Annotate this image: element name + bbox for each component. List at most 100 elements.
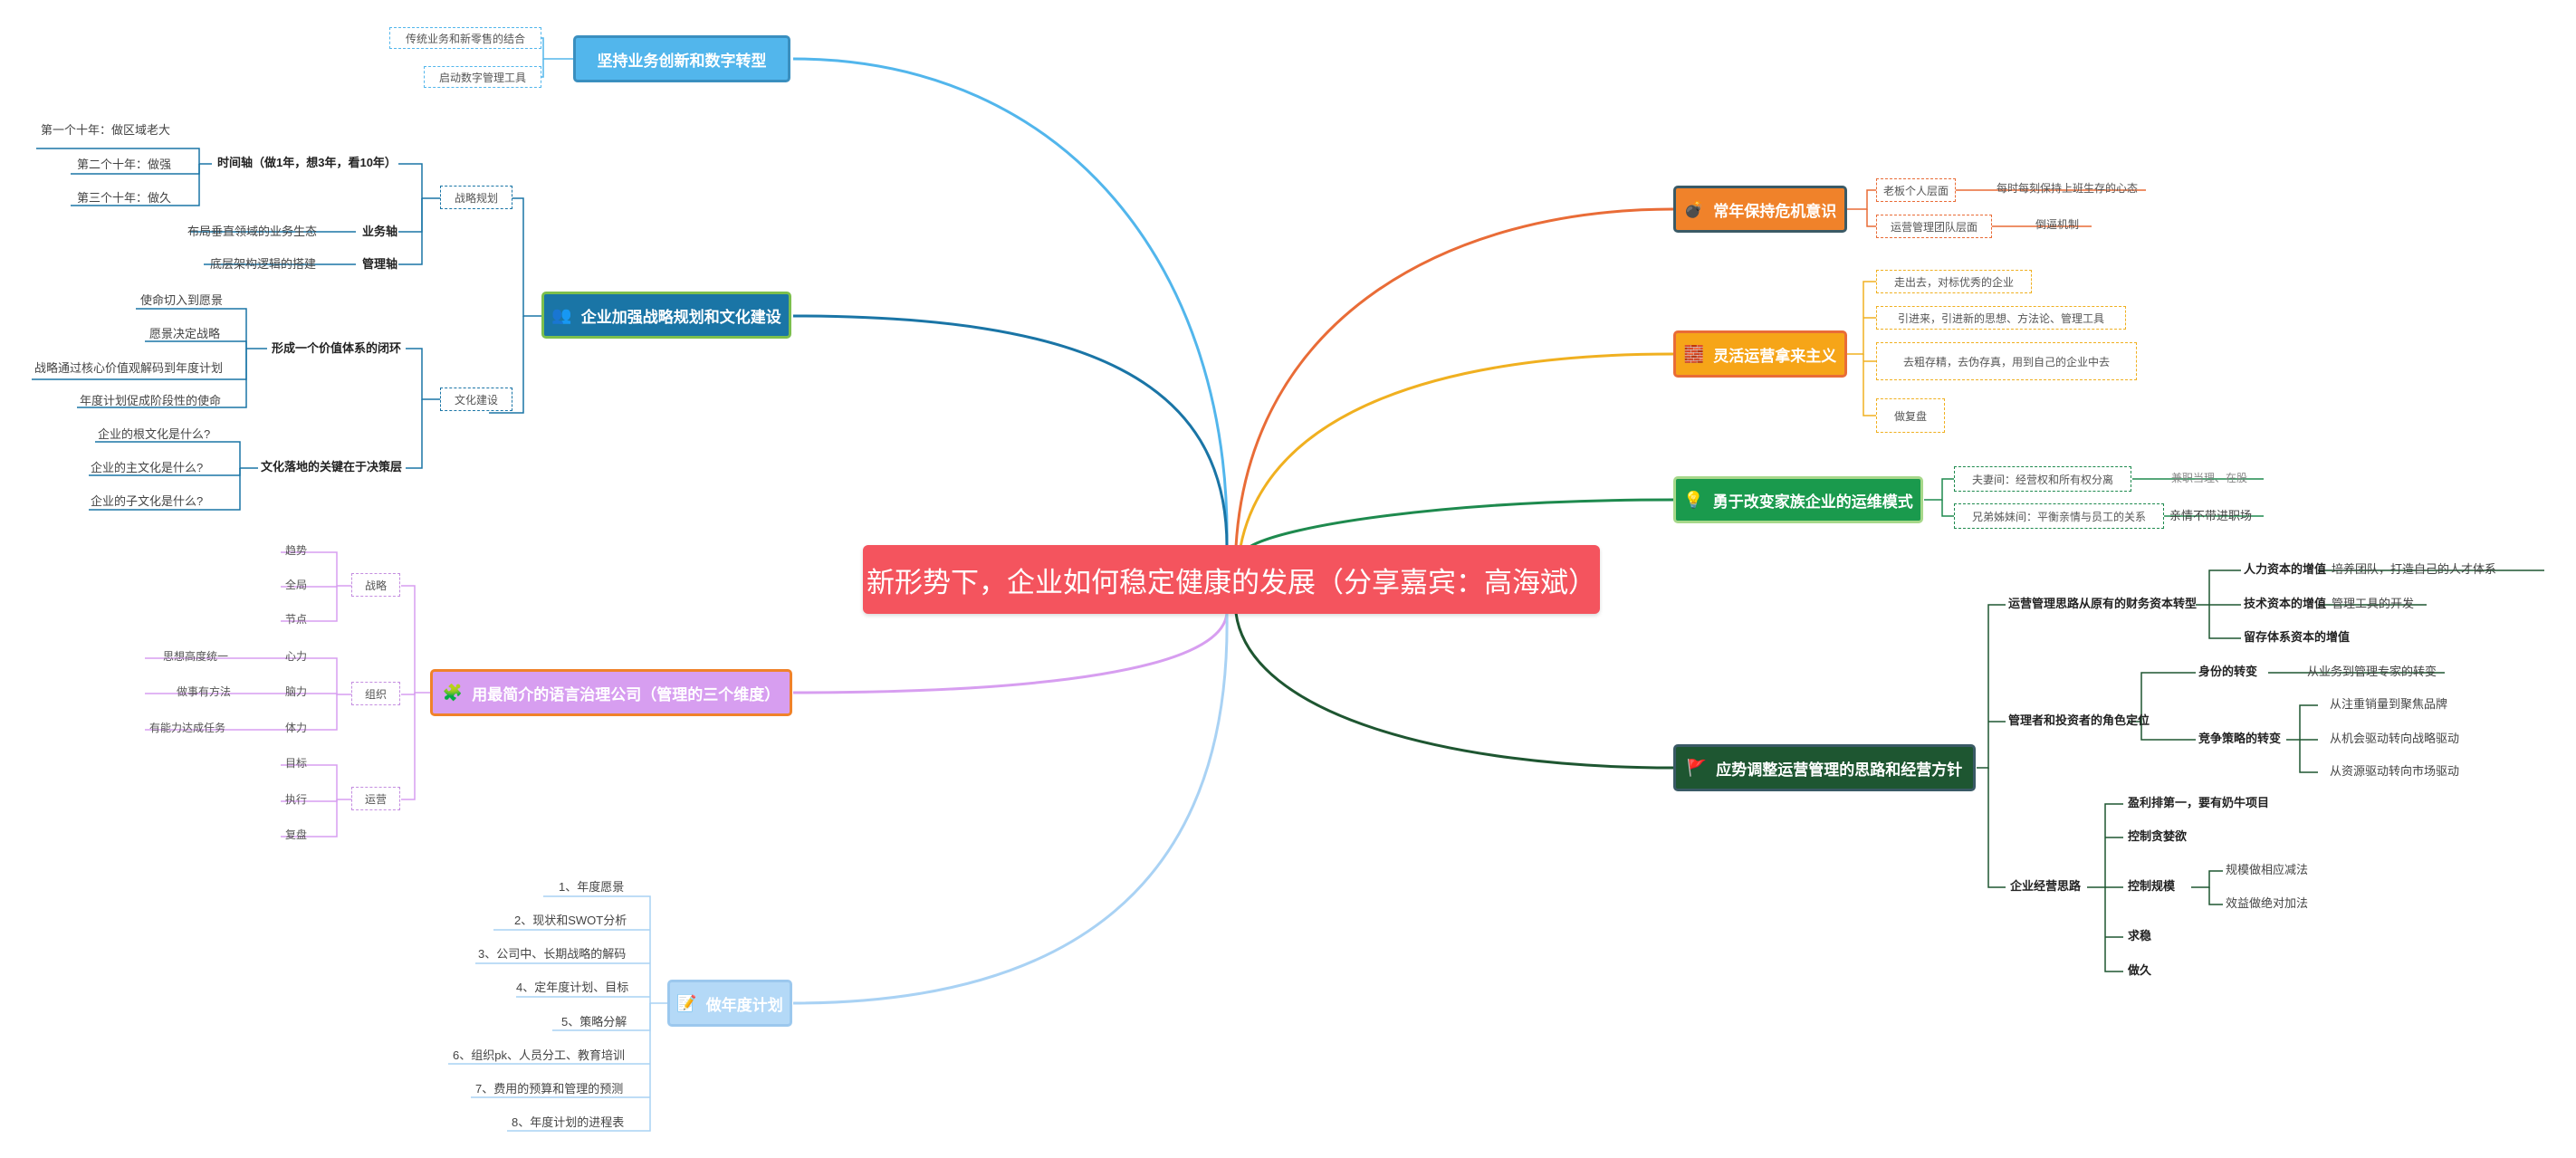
culture-building-node[interactable]: 文化建设 <box>440 388 512 411</box>
competition-item-3[interactable]: 从资源驱动转向市场驱动 <box>2330 764 2460 778</box>
business-axis-node[interactable]: 业务轴 <box>362 225 398 238</box>
business-thinking-item-2[interactable]: 控制贪婪欲 <box>2128 829 2188 843</box>
family-item-1[interactable]: 夫妻间：经营权和所有权分离 <box>1954 466 2131 492</box>
annual-item-5[interactable]: 5、策略分解 <box>561 1015 627 1029</box>
lang-org-item-3[interactable]: 体力 <box>285 722 308 734</box>
annual-item-4[interactable]: 4、定年度计划、目标 <box>516 981 629 994</box>
identity-item-1[interactable]: 从业务到管理专家的转变 <box>2307 665 2437 678</box>
competition-item-2[interactable]: 从机会驱动转向战略驱动 <box>2330 732 2460 745</box>
people-icon: 👥 <box>551 305 572 325</box>
scale-note-2[interactable]: 效益做绝对加法 <box>2226 896 2309 910</box>
crisis-item-1[interactable]: 老板个人层面 <box>1876 178 1956 202</box>
lang-operation-node[interactable]: 运营 <box>351 787 400 810</box>
competition-item-1[interactable]: 从注重销量到聚焦品牌 <box>2330 697 2448 711</box>
value-loop-item-4[interactable]: 年度计划促成阶段性的使命 <box>80 394 222 407</box>
branch-pragmatism[interactable]: 🧱 灵活运营拿来主义 <box>1673 330 1847 378</box>
family-item-2[interactable]: 兄弟姊妹间：平衡亲情与员工的关系 <box>1954 503 2164 529</box>
scale-note-1[interactable]: 规模做相应减法 <box>2226 863 2309 876</box>
branch-operations[interactable]: 🚩 应势调整运营管理的思路和经营方针 <box>1673 744 1976 791</box>
lang-strategy-item-2[interactable]: 全局 <box>285 579 308 591</box>
management-axis-item[interactable]: 底层架构逻辑的搭建 <box>210 257 317 271</box>
transformation-node[interactable]: 运营管理思路从原有的财务资本转型 <box>2008 597 2198 610</box>
lang-op-item-3[interactable]: 复盘 <box>285 828 308 841</box>
transformation-note-1[interactable]: 培养团队，打造自己的人才体系 <box>2332 562 2497 576</box>
roles-node[interactable]: 管理者和投资者的角色定位 <box>2008 713 2150 727</box>
lang-strategy-item-3[interactable]: 节点 <box>285 613 308 626</box>
branch-crisis[interactable]: 💣 常年保持危机意识 <box>1673 186 1847 233</box>
transformation-item-3[interactable]: 留存体系资本的增值 <box>2244 630 2351 644</box>
lang-strategy-item-1[interactable]: 趋势 <box>285 544 308 557</box>
pragmatism-item-1[interactable]: 走出去，对标优秀的企业 <box>1876 270 2032 293</box>
annual-item-6[interactable]: 6、组织pk、人员分工、教育培训 <box>453 1048 625 1062</box>
competition-node[interactable]: 竞争策略的转变 <box>2198 732 2282 745</box>
innovation-item-2[interactable]: 启动数字管理工具 <box>424 66 541 88</box>
branch-strategy-culture[interactable]: 👥 企业加强战略规划和文化建设 <box>541 292 791 339</box>
lang-org-note-2[interactable]: 做事有方法 <box>177 685 232 698</box>
decision-layer-item-1[interactable]: 企业的根文化是什么? <box>98 427 211 441</box>
family-note-2[interactable]: 亲情不带进职场 <box>2169 509 2253 522</box>
lang-org-note-1[interactable]: 思想高度统一 <box>163 650 229 663</box>
lang-organization-node[interactable]: 组织 <box>351 682 400 705</box>
branch-family-label: 勇于改变家族企业的运维模式 <box>1712 493 1913 512</box>
annual-item-1[interactable]: 1、年度愿景 <box>559 880 625 894</box>
time-axis-item-2[interactable]: 第二个十年：做强 <box>77 158 172 171</box>
management-axis-node[interactable]: 管理轴 <box>362 257 398 271</box>
business-thinking-item-3[interactable]: 控制规模 <box>2128 879 2176 893</box>
value-loop-node[interactable]: 形成一个价值体系的闭环 <box>272 341 402 355</box>
annual-item-8[interactable]: 8、年度计划的进程表 <box>512 1115 625 1129</box>
crisis-note-1[interactable]: 每时每刻保持上班生存的心态 <box>1997 182 2139 195</box>
puzzle-icon: 🧩 <box>442 683 464 703</box>
annual-item-7[interactable]: 7、费用的预算和管理的预测 <box>475 1082 624 1096</box>
branch-annual-plan[interactable]: 📝 做年度计划 <box>667 980 792 1027</box>
business-axis-item[interactable]: 布局垂直领域的业务生态 <box>187 225 318 238</box>
pragmatism-item-3[interactable]: 去粗存精，去伪存真，用到自己的企业中去 <box>1876 342 2137 380</box>
branch-family[interactable]: 💡 勇于改变家族企业的运维模式 <box>1673 476 1923 523</box>
crisis-note-2[interactable]: 倒逼机制 <box>2035 218 2080 231</box>
value-loop-item-2[interactable]: 愿景决定战略 <box>149 327 221 340</box>
branch-innovation-label: 坚持业务创新和数字转型 <box>597 52 767 71</box>
time-axis-node[interactable]: 时间轴（做1年，想3年，看10年） <box>217 156 397 169</box>
lang-op-item-1[interactable]: 目标 <box>285 757 308 770</box>
branch-simple-language[interactable]: 🧩 用最简介的语言治理公司（管理的三个维度） <box>430 669 792 716</box>
value-loop-item-3[interactable]: 战略通过核心价值观解码到年度计划 <box>34 361 224 375</box>
business-thinking-node[interactable]: 企业经营思路 <box>2010 879 2082 893</box>
business-thinking-item-1[interactable]: 盈利排第一，要有奶牛项目 <box>2128 796 2270 809</box>
flag-icon: 🚩 <box>1686 758 1708 778</box>
bomb-icon: 💣 <box>1683 199 1705 219</box>
lang-org-item-2[interactable]: 脑力 <box>285 685 308 698</box>
lang-org-note-3[interactable]: 有能力达成任务 <box>149 722 226 734</box>
branch-annual-label: 做年度计划 <box>705 996 783 1015</box>
transformation-item-2[interactable]: 技术资本的增值 <box>2244 597 2327 610</box>
business-thinking-item-5[interactable]: 做久 <box>2128 963 2152 977</box>
lang-strategy-node[interactable]: 战略 <box>351 573 400 597</box>
time-axis-item-3[interactable]: 第三个十年：做久 <box>77 191 172 205</box>
branch-innovation[interactable]: 坚持业务创新和数字转型 <box>573 35 790 82</box>
decision-layer-item-2[interactable]: 企业的主文化是什么? <box>91 461 204 474</box>
strategy-planning-node[interactable]: 战略规划 <box>440 186 512 209</box>
branch-pragmatism-label: 灵活运营拿来主义 <box>1713 347 1837 366</box>
annual-item-2[interactable]: 2、现状和SWOT分析 <box>514 914 627 927</box>
annual-item-3[interactable]: 3、公司中、长期战略的解码 <box>478 947 627 961</box>
transformation-note-2[interactable]: 管理工具的开发 <box>2332 597 2415 610</box>
decision-layer-item-3[interactable]: 企业的子文化是什么? <box>91 494 204 508</box>
identity-node[interactable]: 身份的转变 <box>2198 665 2258 678</box>
memo-icon: 📝 <box>676 993 697 1013</box>
lang-org-item-1[interactable]: 心力 <box>285 650 308 663</box>
lang-op-item-2[interactable]: 执行 <box>285 793 308 806</box>
value-loop-item-1[interactable]: 使命切入到愿景 <box>140 293 224 307</box>
pragmatism-item-4[interactable]: 做复盘 <box>1876 398 1945 433</box>
branch-crisis-label: 常年保持危机意识 <box>1713 202 1837 221</box>
innovation-item-1[interactable]: 传统业务和新零售的结合 <box>389 27 541 49</box>
lightbulb-icon: 💡 <box>1683 490 1704 510</box>
blocks-icon: 🧱 <box>1683 344 1705 364</box>
transformation-item-1[interactable]: 人力资本的增值 <box>2244 562 2327 576</box>
family-note-1[interactable]: 兼职当理、在股 <box>2171 472 2248 484</box>
business-thinking-item-4[interactable]: 求稳 <box>2128 929 2152 943</box>
time-axis-item-1[interactable]: 第一个十年：做区域老大 <box>41 123 171 137</box>
crisis-item-2[interactable]: 运营管理团队层面 <box>1876 215 1992 238</box>
pragmatism-item-2[interactable]: 引进来，引进新的思想、方法论、管理工具 <box>1876 306 2126 330</box>
decision-layer-node[interactable]: 文化落地的关键在于决策层 <box>261 460 403 474</box>
central-topic[interactable]: 新形势下，企业如何稳定健康的发展（分享嘉宾：高海斌） <box>863 545 1600 614</box>
